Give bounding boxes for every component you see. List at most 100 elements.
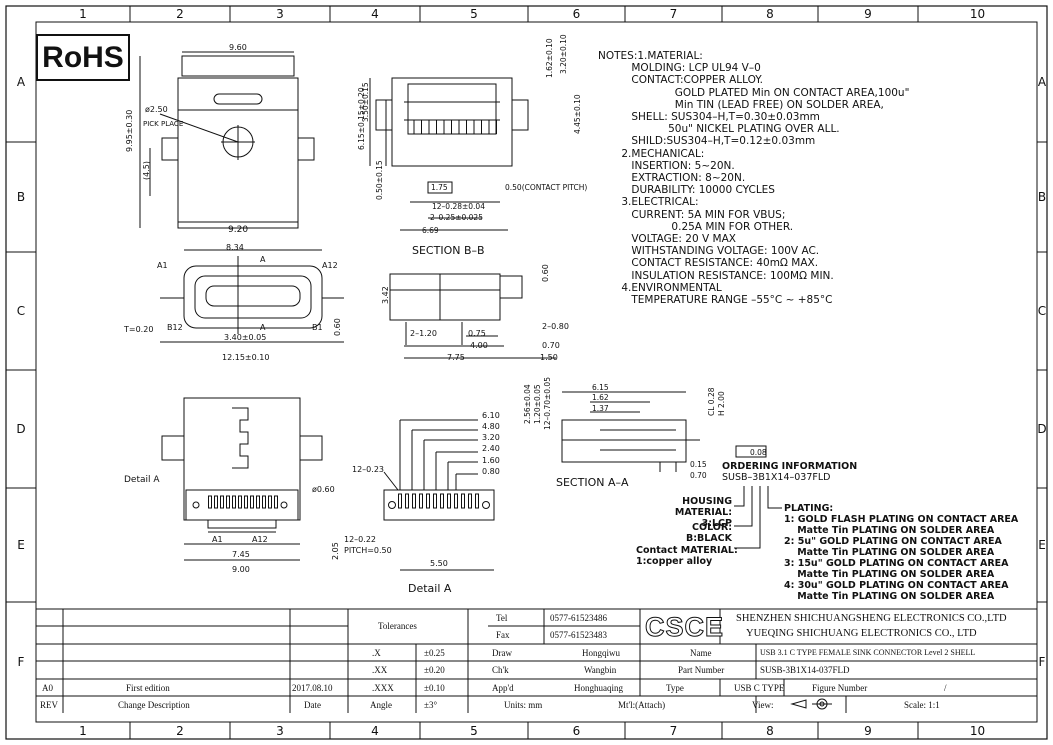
detail-peg-hole — [388, 501, 396, 509]
ordering-title: ORDERING INFORMATION — [722, 461, 858, 472]
tel-value: 0577-61523486 — [550, 613, 607, 623]
detail-a-title: Detail A — [408, 582, 452, 595]
plating-label: PLATING: — [784, 503, 834, 514]
row-label: F — [18, 655, 25, 669]
note-line: 2.MECHANICAL: — [598, 147, 705, 160]
pick-place-label: PICK PLACE — [143, 120, 183, 128]
column-label: 5 — [470, 7, 478, 21]
solder-pad — [214, 495, 218, 509]
date-label: Date — [304, 700, 321, 710]
figure-number-value: / — [944, 683, 947, 693]
section-a-bottom: A — [260, 323, 266, 332]
type-label: Type — [666, 683, 684, 693]
pin-b1: B1 — [312, 323, 323, 332]
detail-pad — [426, 493, 430, 509]
part-number-value: SUSB-3B1X14-037FLD — [760, 665, 850, 675]
plating-block: PLATING: 1: GOLD FLASH PLATING ON CONTAC… — [784, 503, 1018, 602]
column-label: 8 — [766, 7, 774, 21]
note-line: INSULATION RESISTANCE: 100MΩ MIN. — [598, 269, 834, 282]
detail-pad — [433, 493, 437, 509]
note-line: NOTES:1.MATERIAL: — [598, 50, 703, 62]
column-label: 3 — [276, 7, 284, 21]
dim-aa-cl: CL 0.28 — [707, 387, 716, 416]
column-label: 5 — [470, 724, 478, 738]
note-line: INSERTION: 5~20N. — [598, 159, 735, 172]
dim-side-150: 1.50 — [540, 353, 558, 362]
dim-d250: ø2.50 — [145, 105, 168, 114]
section-aa-view — [561, 391, 700, 472]
column-label: 3 — [276, 724, 284, 738]
solder-pad — [226, 495, 230, 509]
note-line: 50u" NICKEL PLATING OVER ALL. — [598, 123, 840, 136]
detail-pad — [475, 493, 479, 509]
outer-frame — [5, 5, 1048, 740]
dim-920: 9.20 — [228, 225, 248, 235]
row-label: B — [17, 190, 25, 204]
dim-aa-008-box — [735, 445, 767, 458]
column-label: 8 — [766, 724, 774, 738]
dim-aa-008: 0.08 — [750, 448, 767, 457]
dim-340: 3.40±0.05 — [224, 333, 266, 342]
tol-xxx: .XXX — [372, 683, 394, 693]
plating-option: 1: GOLD FLASH PLATING ON CONTACT AREA — [784, 514, 1019, 525]
dim-aa-12070: 12–0.70±0.05 — [543, 377, 552, 430]
peg-hole — [280, 501, 288, 509]
column-label: 9 — [864, 724, 872, 738]
column-label: 6 — [573, 724, 581, 738]
plating-option: Matte Tin PLATING ON SOLDER AREA — [784, 569, 995, 580]
row-label: E — [1038, 538, 1046, 552]
dim-bb-320: 3.20±0.10 — [559, 34, 568, 74]
detail-a-callout: Detail A — [124, 475, 160, 485]
dim-det-1222: 12–0.22 — [344, 535, 376, 544]
dim-det-480: 4.80 — [482, 422, 500, 431]
name-value: USB 3.1 C TYPE FEMALE SINK CONNECTOR Lev… — [760, 648, 976, 657]
bottom-view — [161, 397, 323, 561]
note-line: 0.25A MIN FOR OTHER. — [598, 220, 794, 233]
ordering-code: SUSB–3B1X14–037FLD — [722, 472, 831, 483]
tol-xx-val: ±0.20 — [424, 665, 445, 675]
dim-side-775: 7.75 — [447, 353, 465, 362]
plating-list: 1: GOLD FLASH PLATING ON CONTACT AREA Ma… — [784, 514, 1018, 602]
dim-t020: T=0.20 — [123, 325, 153, 334]
dim-top-width: 9.60 — [229, 43, 247, 52]
dim-aa-h: H 2.00 — [717, 391, 726, 416]
dim-side-060: 0.60 — [541, 264, 550, 282]
ordering-information: ORDERING INFORMATION SUSB–3B1X14–037FLD — [722, 461, 857, 483]
dim-side-400: 4.00 — [470, 341, 488, 350]
dim-det-d060: ø0.60 — [312, 485, 335, 494]
scale-value: Scale: 1:1 — [904, 700, 940, 710]
detail-pad — [405, 493, 409, 509]
solder-pad — [262, 495, 266, 509]
note-line: CONTACT RESISTANCE: 40mΩ MAX. — [598, 257, 819, 270]
dim-bb-175-box — [427, 181, 453, 194]
top-view — [139, 51, 315, 229]
check-label: Ch'k — [492, 665, 509, 675]
tol-xxx-val: ±0.10 — [424, 683, 445, 693]
company-logo: CSCE — [645, 612, 725, 643]
dim-height-995: 9.95±0.30 — [125, 110, 134, 152]
dim-det-610: 6.10 — [482, 411, 500, 420]
note-line: CONTACT:COPPER ALLOY. — [598, 74, 763, 87]
dim-bb-pitch: 0.50(CONTACT PITCH) — [505, 183, 587, 192]
tol-angle-val: ±3° — [424, 700, 438, 710]
dim-det-205: 2.05 — [331, 542, 340, 560]
row-label: A — [1038, 75, 1047, 89]
detail-a-pins — [388, 493, 490, 509]
row-label: A — [17, 75, 26, 89]
name-label: Name — [690, 648, 712, 658]
column-label: 2 — [176, 724, 184, 738]
view-symbol — [790, 698, 832, 710]
column-label: 10 — [970, 724, 985, 738]
dim-det-240: 2.40 — [482, 444, 500, 453]
row-label: C — [1038, 304, 1046, 318]
detail-pad — [419, 493, 423, 509]
contact-material: Contact MATERIAL: 1:copper alloy — [636, 545, 738, 567]
column-label: 7 — [670, 724, 678, 738]
dim-aa-615: 6.15 — [592, 383, 609, 392]
dim-det-550: 5.50 — [430, 559, 448, 568]
bottom-a12: A12 — [252, 535, 268, 544]
column-label: 1 — [79, 724, 87, 738]
